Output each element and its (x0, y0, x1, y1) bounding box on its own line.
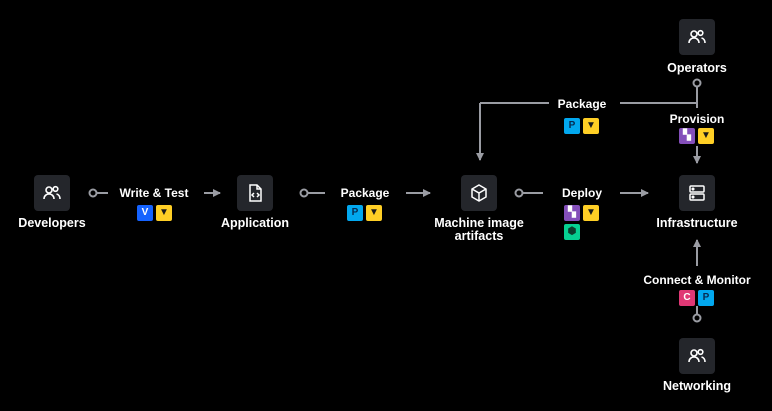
cube-icon (471, 184, 487, 202)
packer-logo-icon: P (564, 118, 580, 134)
artifacts-label-line1: Machine image (434, 216, 524, 230)
vagrant-logo-icon: ▼ (583, 205, 599, 221)
developers-label: Developers (18, 216, 86, 230)
operators-label: Operators (667, 61, 727, 75)
package-step-label: Package (340, 186, 390, 200)
vagrant-logo-icon: ▼ (698, 128, 714, 144)
networking-label: Networking (662, 379, 732, 393)
consul-logo-icon: C (679, 290, 695, 306)
networking-node (679, 338, 715, 374)
deploy-step-label: Deploy (561, 186, 602, 200)
file-code-icon (249, 184, 262, 202)
terraform-logo-icon: ▚ (564, 205, 580, 221)
provision-step-label: Provision (669, 112, 725, 126)
connector-start-dot (88, 188, 98, 198)
nomad-logo-icon: ⬢ (564, 224, 580, 240)
infrastructure-label: Infrastructure (656, 216, 738, 230)
terraform-logo-icon: ▚ (679, 128, 695, 144)
write-test-step-label: Write & Test (119, 186, 189, 200)
vagrant-logo-icon: ▼ (366, 205, 382, 221)
vagrant-logo-icon: ▼ (583, 118, 599, 134)
people-icon (688, 348, 706, 363)
application-label: Application (220, 216, 290, 230)
artifacts-label-line2: artifacts (454, 229, 504, 243)
vault-logo-icon: V (137, 205, 153, 221)
application-node (237, 175, 273, 211)
server-icon (689, 185, 705, 201)
packer-logo-icon: P (698, 290, 714, 306)
vagrant-logo-icon: ▼ (156, 205, 172, 221)
connect-monitor-step-label: Connect & Monitor (643, 273, 751, 287)
people-icon (688, 29, 706, 44)
people-icon (43, 185, 61, 200)
developers-node (34, 175, 70, 211)
infrastructure-node (679, 175, 715, 211)
packer-logo-icon: P (347, 205, 363, 221)
package-loop-step-label: Package (557, 97, 607, 111)
artifacts-node (461, 175, 497, 211)
operators-node (679, 19, 715, 55)
